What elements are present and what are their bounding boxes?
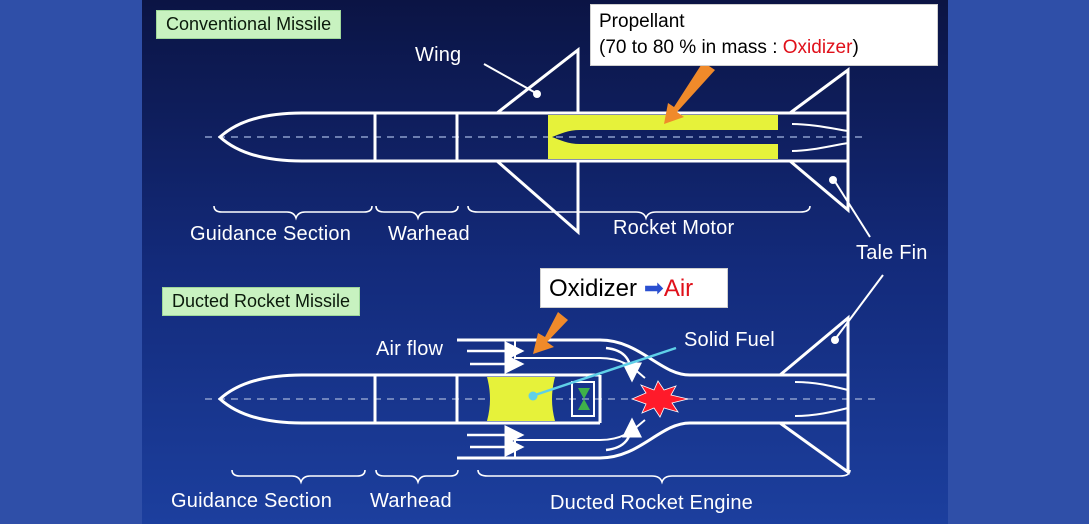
combustion-flame (630, 380, 689, 418)
ducted-tail-curve-top (794, 381, 849, 391)
ducted-nose (217, 373, 375, 425)
brace-warhead-1 (375, 205, 459, 221)
ducted-rocket-title: Ducted Rocket Missile (162, 287, 361, 316)
ducted-tail-fin-bottom (779, 421, 850, 475)
air-flow-label: Air flow (376, 338, 444, 360)
callout-air: Air (663, 275, 694, 302)
conventional-tail-fin-top (789, 67, 850, 115)
propellant-oxidizer-highlight: Oxidizer (782, 37, 853, 58)
solid-fuel-label: Solid Fuel (684, 329, 775, 351)
tale-fin-pointer-bottom (835, 274, 884, 339)
air-arrow-curve-top (605, 346, 642, 383)
tale-fin-label: Tale Fin (856, 242, 928, 264)
conventional-tail (790, 111, 850, 163)
air-arrow-curve-bottom (605, 417, 642, 452)
air-duct-bottom (457, 421, 848, 460)
brace-motor-1 (467, 205, 811, 221)
oxidizer-air-callout: Oxidizer ➡Air (540, 268, 728, 308)
solid-fuel-pointer-line (534, 346, 677, 397)
conventional-nose (217, 111, 375, 163)
ducted-guidance-label: Guidance Section (171, 490, 333, 512)
nozzle-arrow-down (578, 388, 590, 399)
wing-pointer-line (483, 63, 535, 93)
ducted-tail-fin-top (779, 314, 850, 377)
brace-guidance-2 (231, 469, 366, 485)
propellant-line2: (70 to 80 % in mass : Oxidizer) (599, 35, 929, 61)
nozzle-arrow-up (578, 399, 590, 410)
brace-guidance-1 (213, 205, 373, 221)
tale-fin-pointer-top-dot (829, 176, 837, 184)
ducted-tail-curve-bottom (794, 407, 849, 417)
diagram-panel (142, 0, 948, 524)
propellant-line2-prefix: (70 to 80 % in mass : (599, 37, 783, 58)
tale-fin-pointer-bottom-dot (831, 336, 839, 344)
propellant-line1: Propellant (599, 11, 685, 32)
ducted-engine-label: Ducted Rocket Engine (550, 492, 754, 514)
ducted-body (373, 373, 600, 425)
conventional-missile-title: Conventional Missile (156, 10, 342, 39)
conventional-wing-top (496, 46, 580, 115)
conventional-braces (213, 205, 811, 221)
callout-oxidizer: Oxidizer (549, 275, 638, 302)
ducted-braces (231, 469, 851, 485)
conventional-wing-bottom (496, 159, 580, 236)
conventional-tail-curve-top (791, 123, 849, 132)
propellant-grain (548, 115, 778, 159)
brace-engine-2 (477, 469, 851, 485)
rocket-motor-label: Rocket Motor (613, 217, 735, 239)
tale-fin-pointer-top (833, 179, 871, 238)
propellant-callout: Propellant (70 to 80 % in mass : Oxidize… (590, 4, 938, 66)
air-flow-arrows (467, 341, 642, 457)
conventional-missile (205, 46, 865, 236)
solid-fuel-pointer-dot (528, 391, 538, 401)
wing-pointer-dot (533, 90, 541, 98)
brace-warhead-2 (375, 469, 459, 485)
conventional-warhead-label: Warhead (388, 223, 470, 245)
conventional-body (373, 111, 790, 163)
ducted-warhead-label: Warhead (370, 490, 452, 512)
ducted-callout-arrow (533, 312, 568, 354)
conventional-guidance-label: Guidance Section (190, 223, 352, 245)
propellant-arrow (664, 62, 715, 124)
callout-arrow-icon: ➡ (643, 275, 664, 302)
conventional-tail-fin-bottom (789, 159, 850, 214)
solid-fuel-grain (487, 377, 555, 421)
conventional-tail-curve-bottom (791, 142, 849, 152)
gas-generator-box (571, 381, 595, 417)
propellant-line2-suffix: ) (852, 37, 859, 58)
wing-label: Wing (415, 44, 462, 66)
